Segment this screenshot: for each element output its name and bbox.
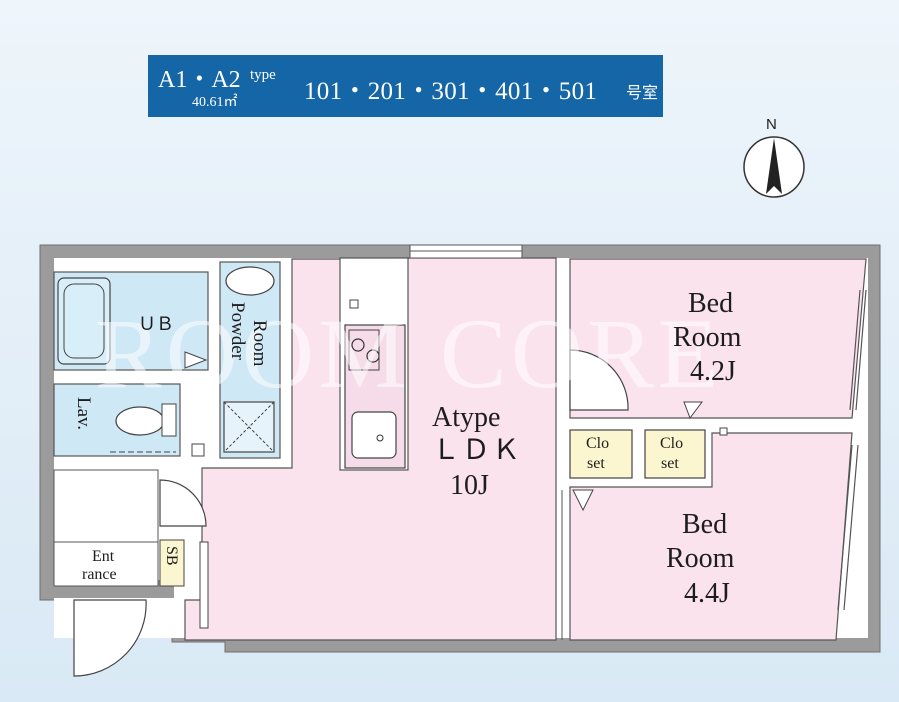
label-ldk-type: Atype: [432, 402, 501, 433]
room-numbers-suffix: 号室: [626, 83, 659, 102]
sink-icon: [351, 411, 397, 459]
unit-type-word: type: [250, 67, 276, 83]
label-shoe-box: SB: [163, 546, 180, 566]
label-ldk-size: 10J: [450, 470, 489, 501]
label-closet-2-a: Clo: [660, 435, 684, 452]
label-unit-bath: ＵＢ: [138, 314, 174, 334]
entrance-hall: [53, 469, 159, 543]
shoe-box: [159, 539, 185, 587]
label-entrance-b: rance: [82, 566, 117, 583]
compass-north-label: N: [766, 116, 777, 133]
closet-2: [644, 429, 706, 479]
label-closet-1-a: Clo: [586, 435, 610, 452]
label-bedroom-2-size: 4.4J: [684, 578, 730, 609]
bedroom-2-floor: [569, 432, 853, 641]
label-lav: Lav.: [73, 397, 94, 431]
label-closet-1-b: set: [587, 455, 605, 472]
type-banner: A1・A2 type 40.61㎡ 101・201・301・401・501 号室: [148, 55, 663, 117]
label-bedroom-2-a: Bed: [682, 509, 728, 540]
label-bedroom-1-a: Bed: [688, 288, 734, 319]
bathtub-icon: [57, 277, 111, 365]
unit-area: 40.61㎡: [192, 95, 238, 110]
label-bedroom-2-b: Room: [666, 543, 735, 574]
room-numbers: 101・201・301・401・501: [304, 78, 598, 105]
label-powder: Powder: [227, 302, 248, 361]
label-closet-2-b: set: [661, 455, 679, 472]
closet-1: [569, 429, 633, 479]
bedroom-door-swing: [569, 349, 629, 411]
label-powder-room: Room: [249, 320, 270, 367]
washbasin-icon: [225, 266, 275, 296]
north-compass-icon: [743, 136, 805, 198]
label-bedroom-1-size: 4.2J: [690, 356, 736, 387]
entrance-door-swing: [73, 599, 147, 677]
label-ldk: ＬＤＫ: [432, 435, 523, 466]
unit-type-code: A1・A2: [158, 67, 241, 93]
label-entrance-a: Ent: [92, 548, 115, 565]
entrance-floor: [53, 541, 159, 587]
label-bedroom-1-b: Room: [673, 322, 742, 353]
toilet-icon: [115, 406, 165, 436]
stove-burner-icon: [351, 338, 365, 352]
